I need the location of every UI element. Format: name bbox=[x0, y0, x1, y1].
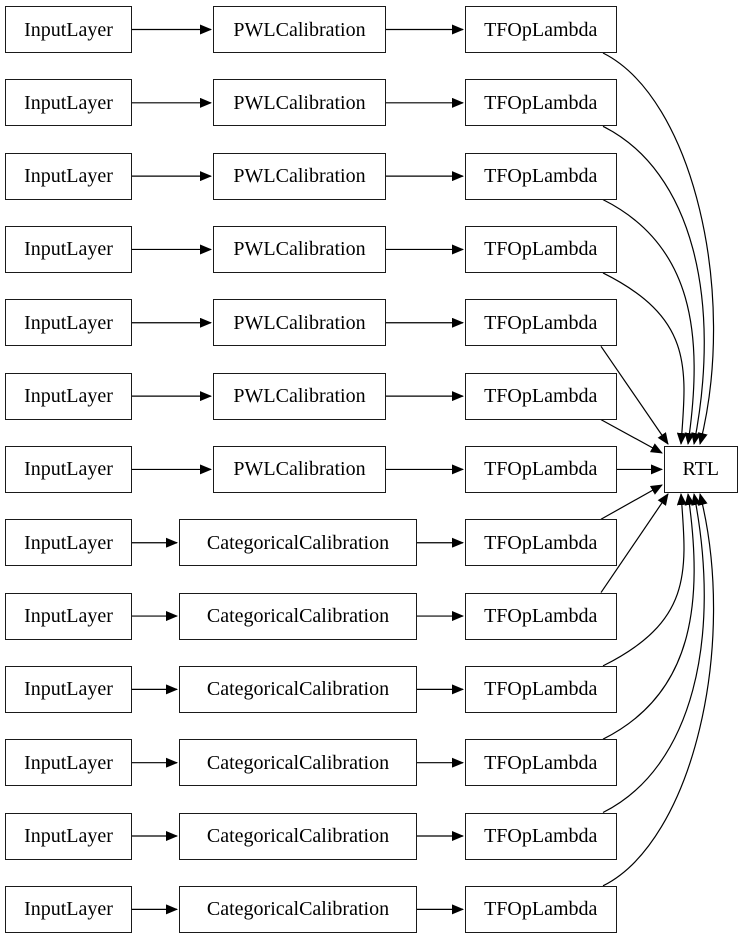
node-inputlayer-3: InputLayer bbox=[5, 152, 132, 200]
node-inputlayer-5: InputLayer bbox=[5, 299, 132, 347]
node-inputlayer-12: InputLayer bbox=[5, 812, 132, 860]
edge-op-sink-10 bbox=[602, 493, 687, 667]
node-tfoplambda-11: TFOpLambda bbox=[465, 739, 617, 787]
node-pwlcalibration-3: PWLCalibration bbox=[213, 152, 386, 200]
node-inputlayer-1: InputLayer bbox=[5, 6, 132, 53]
node-tfoplambda-10: TFOpLambda bbox=[465, 665, 617, 713]
edge-op-sink-8 bbox=[600, 484, 663, 520]
node-categoricalcalibration-13: CategoricalCalibration bbox=[179, 885, 417, 933]
node-tfoplambda-12: TFOpLambda bbox=[465, 812, 617, 860]
edge-op-sink-5 bbox=[600, 345, 669, 445]
node-tfoplambda-5: TFOpLambda bbox=[465, 299, 617, 347]
node-pwlcalibration-4: PWLCalibration bbox=[213, 225, 386, 273]
node-pwlcalibration-2: PWLCalibration bbox=[213, 79, 386, 127]
edge-op-sink-1 bbox=[602, 52, 715, 445]
node-rtl: RTL bbox=[664, 445, 738, 493]
edge-op-sink-2 bbox=[602, 125, 705, 445]
node-categoricalcalibration-12: CategoricalCalibration bbox=[179, 812, 417, 860]
node-tfoplambda-3: TFOpLambda bbox=[465, 152, 617, 200]
node-inputlayer-7: InputLayer bbox=[5, 445, 132, 493]
edge-op-sink-6 bbox=[600, 419, 663, 454]
edge-op-sink-12 bbox=[602, 493, 705, 814]
node-tfoplambda-7: TFOpLambda bbox=[465, 445, 617, 493]
node-inputlayer-2: InputLayer bbox=[5, 79, 132, 127]
node-tfoplambda-13: TFOpLambda bbox=[465, 885, 617, 933]
node-inputlayer-11: InputLayer bbox=[5, 739, 132, 787]
node-tfoplambda-4: TFOpLambda bbox=[465, 225, 617, 273]
node-tfoplambda-1: TFOpLambda bbox=[465, 6, 617, 53]
node-pwlcalibration-6: PWLCalibration bbox=[213, 372, 386, 420]
node-pwlcalibration-1: PWLCalibration bbox=[213, 6, 386, 53]
node-categoricalcalibration-11: CategoricalCalibration bbox=[179, 739, 417, 787]
edge-op-sink-13 bbox=[602, 493, 715, 887]
node-inputlayer-4: InputLayer bbox=[5, 225, 132, 273]
node-tfoplambda-8: TFOpLambda bbox=[465, 519, 617, 567]
node-pwlcalibration-5: PWLCalibration bbox=[213, 299, 386, 347]
node-inputlayer-10: InputLayer bbox=[5, 665, 132, 713]
node-categoricalcalibration-8: CategoricalCalibration bbox=[179, 519, 417, 567]
node-inputlayer-8: InputLayer bbox=[5, 519, 132, 567]
node-pwlcalibration-7: PWLCalibration bbox=[213, 445, 386, 493]
edge-op-sink-11 bbox=[602, 493, 695, 740]
node-categoricalcalibration-9: CategoricalCalibration bbox=[179, 592, 417, 640]
node-tfoplambda-9: TFOpLambda bbox=[465, 592, 617, 640]
edge-op-sink-4 bbox=[602, 272, 687, 445]
node-categoricalcalibration-10: CategoricalCalibration bbox=[179, 665, 417, 713]
node-inputlayer-6: InputLayer bbox=[5, 372, 132, 420]
edge-op-sink-9 bbox=[600, 493, 669, 593]
node-inputlayer-9: InputLayer bbox=[5, 592, 132, 640]
node-tfoplambda-6: TFOpLambda bbox=[465, 372, 617, 420]
node-tfoplambda-2: TFOpLambda bbox=[465, 79, 617, 127]
node-inputlayer-13: InputLayer bbox=[5, 885, 132, 933]
edge-op-sink-3 bbox=[602, 199, 695, 445]
